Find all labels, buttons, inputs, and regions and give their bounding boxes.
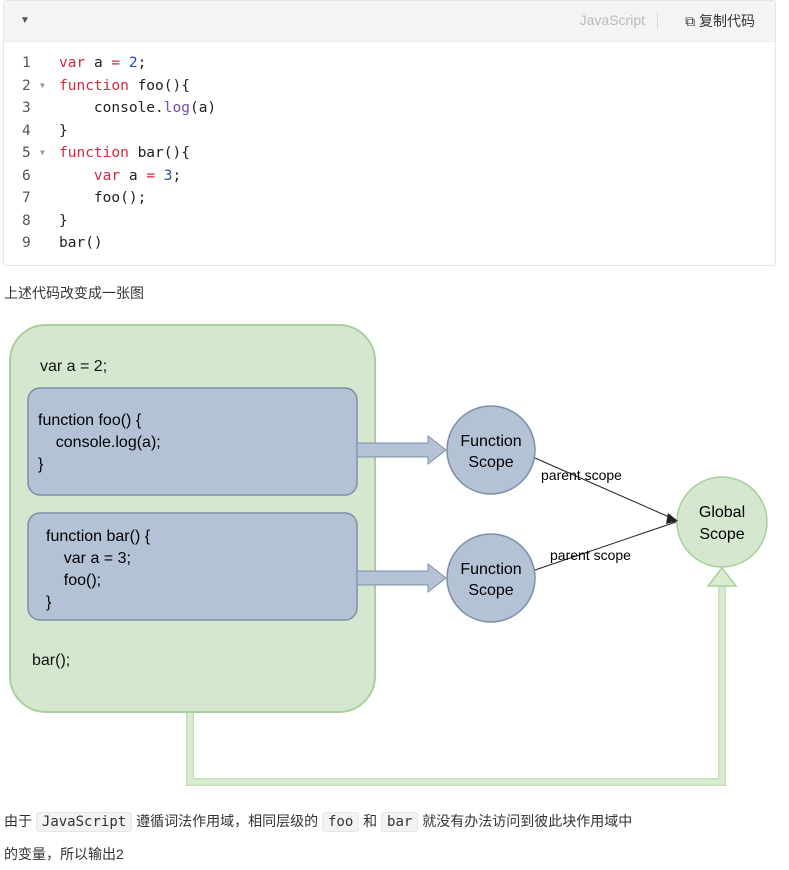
diagram-code-line: var a = 3;	[46, 550, 131, 567]
code-text: }	[59, 212, 68, 229]
parent-link-1	[534, 457, 677, 521]
code-line: 1 var a = 2;	[4, 52, 775, 75]
code-text: var a = 3;	[93, 167, 182, 184]
line-number: 6	[22, 167, 31, 184]
code-block: ▼ JavaScript ⧉ 复制代码 1 var a = 2; 2 ▼ functio…	[3, 0, 776, 266]
bar-call: bar();	[32, 652, 70, 669]
svg-text:Scope: Scope	[468, 454, 513, 471]
svg-text:Scope: Scope	[468, 582, 513, 599]
svg-text:Function: Function	[460, 561, 521, 578]
line-number: 7	[22, 190, 31, 206]
code-text: foo();	[59, 190, 147, 206]
fold-icon[interactable]: ▼	[40, 148, 45, 157]
explanation-line-2: 的变量，所以输出2	[4, 846, 124, 862]
line-number: 9	[22, 235, 31, 251]
copy-code-button[interactable]: ⧉ 复制代码	[685, 13, 755, 29]
code-line: 7 foo();	[4, 187, 775, 210]
code-line: 9 bar()	[4, 232, 775, 255]
fold-icon[interactable]: ▼	[40, 80, 45, 90]
line-number: 2	[22, 77, 31, 94]
function-scope-1	[446, 405, 536, 495]
bar-box	[27, 512, 358, 621]
diagram-code-line: foo();	[46, 572, 101, 589]
line-number: 8	[22, 212, 31, 229]
line-number: 5	[22, 145, 31, 161]
code-line: 5 ▼ function bar(){	[4, 142, 775, 165]
foo-box	[27, 387, 358, 496]
inline-code: foo	[321, 812, 360, 832]
code-line: 8}	[4, 210, 775, 233]
outer-code: var a = 2;	[40, 358, 107, 375]
code-text: bar()	[59, 235, 103, 251]
diagram-code-line: }	[38, 456, 44, 473]
scope-diagram: var a = 2; function foo() { console.log(…	[9, 324, 768, 786]
line-number: 3	[22, 100, 31, 116]
svg-text:Global: Global	[699, 504, 745, 521]
line-number: 1	[22, 55, 31, 71]
divider	[657, 12, 658, 30]
collapse-caret-icon[interactable]: ▼	[20, 15, 30, 26]
parent-scope-label-2: parent scope	[550, 547, 631, 563]
explanation-line-1: 由于 JavaScript 遵循词法作用域，相同层级的 foo 和 bar 就没…	[4, 812, 633, 832]
function-scope-2	[446, 533, 536, 623]
diagram-code-line: }	[46, 594, 52, 611]
diagram-code-line: function bar() {	[46, 528, 151, 545]
code-line: 4}	[4, 120, 775, 143]
svg-text:Scope: Scope	[699, 526, 744, 543]
code-text: }	[59, 122, 68, 139]
line-number: 4	[22, 122, 31, 139]
code-body: 1 var a = 2; 2 ▼ function foo(){ 3 console.lo…	[4, 42, 775, 255]
caption: 上述代码改变成一张图	[4, 285, 144, 301]
code-line: 3 console.log(a)	[4, 97, 775, 120]
code-line: 6 var a = 3;	[4, 165, 775, 188]
parent-scope-label-1: parent scope	[541, 467, 622, 483]
svg-text:Function: Function	[460, 433, 521, 450]
copy-icon: ⧉	[685, 13, 699, 29]
code-text: function bar(){	[59, 145, 190, 161]
arrow-bar	[356, 562, 447, 594]
code-header: ▼ JavaScript ⧉ 复制代码	[4, 1, 775, 42]
language-label: JavaScript	[579, 12, 645, 28]
arrow-foo	[356, 434, 447, 466]
code-text: var a = 2;	[59, 55, 147, 71]
code-text: function foo(){	[59, 77, 190, 94]
global-scope	[676, 476, 768, 568]
diagram-code-line: console.log(a);	[38, 434, 161, 451]
inline-code: bar	[381, 812, 419, 832]
code-line: 2 ▼ function foo(){	[4, 75, 775, 98]
parent-link-2	[534, 521, 677, 571]
arrowhead-icon	[706, 566, 738, 587]
inline-code: JavaScript	[35, 812, 133, 832]
diagram-code-line: function foo() {	[38, 412, 142, 429]
code-text: console.log(a)	[59, 100, 217, 116]
